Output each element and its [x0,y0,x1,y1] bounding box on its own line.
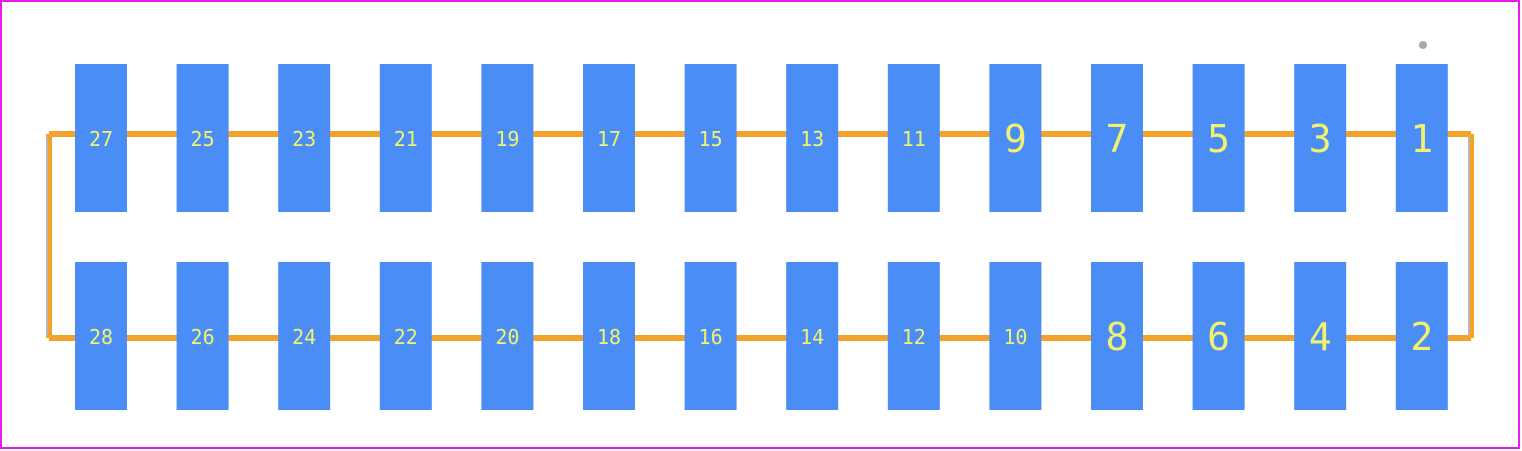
pad-label-13: 13 [800,127,824,151]
pad-label-27: 27 [89,127,113,151]
pad-label-14: 14 [800,325,824,349]
pad-14 [786,262,839,410]
pad-10 [989,262,1042,410]
pad-28 [75,262,127,410]
pad-label-7: 7 [1106,117,1129,161]
pad-23 [278,64,331,212]
pad-label-2: 2 [1410,315,1433,359]
pad-12 [887,262,940,410]
top-pad-row: 27 25 23 21 19 17 15 13 11 9 7 5 3 1 [75,64,1448,212]
pad-label-16: 16 [699,325,723,349]
pad-13 [786,64,839,212]
pad-label-26: 26 [191,325,215,349]
pad-label-18: 18 [597,325,621,349]
pad-7 [1091,64,1143,212]
pad-label-12: 12 [902,325,926,349]
silkscreen-outline [46,131,1474,341]
pad-4 [1294,262,1347,410]
pad-6 [1192,262,1245,410]
pad-16 [684,262,737,410]
bottom-pad-row: 28 26 24 22 20 18 16 14 12 10 8 6 4 2 [75,262,1448,410]
pad-19 [481,64,534,212]
pad-label-28: 28 [89,325,113,349]
pad-label-25: 25 [191,127,215,151]
pad-label-24: 24 [292,325,316,349]
pad-label-21: 21 [394,127,418,151]
pad-18 [583,262,635,410]
pad-label-1: 1 [1410,117,1433,161]
pad-5 [1192,64,1245,212]
pad-label-4: 4 [1309,315,1332,359]
pad-label-22: 22 [394,325,418,349]
pad-label-9: 9 [1004,117,1027,161]
pad-22 [379,262,432,410]
pad-24 [278,262,331,410]
pad-15 [684,64,737,212]
pad-label-8: 8 [1106,315,1129,359]
pad-11 [887,64,940,212]
pad-label-19: 19 [495,127,519,151]
pin1-marker-dot [1419,41,1427,49]
pad-label-17: 17 [597,127,621,151]
pad-26 [176,262,229,410]
pad-label-3: 3 [1309,117,1332,161]
pad-27 [75,64,127,212]
pad-label-6: 6 [1207,315,1230,359]
pad-20 [481,262,534,410]
pad-label-5: 5 [1207,117,1230,161]
pad-21 [379,64,432,212]
pad-label-23: 23 [292,127,316,151]
pad-label-11: 11 [902,127,926,151]
pad-1 [1395,64,1448,212]
pad-3 [1294,64,1347,212]
pad-17 [583,64,635,212]
pad-label-15: 15 [699,127,723,151]
pad-2 [1395,262,1448,410]
pad-label-20: 20 [495,325,519,349]
pad-8 [1091,262,1143,410]
pad-9 [989,64,1042,212]
pad-25 [176,64,229,212]
pad-label-10: 10 [1003,325,1027,349]
